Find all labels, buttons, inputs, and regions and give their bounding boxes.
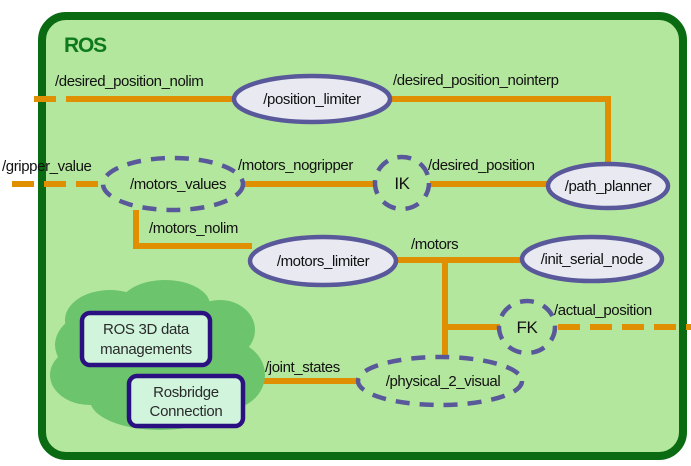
edges (12, 96, 691, 384)
ros-title: ROS (64, 34, 107, 57)
node-ik[interactable]: IK (372, 154, 432, 212)
topic-actual-position: /actual_position (554, 302, 652, 319)
node-motors-limiter-label: /motors_limiter (277, 253, 370, 270)
node-position-limiter[interactable]: /position_limiter (231, 73, 393, 125)
rosbridge-label-line1: Rosbridge (153, 384, 219, 401)
ros3d-label-line1: ROS 3D data (103, 321, 190, 338)
topic-joint-states: /joint_states (265, 359, 340, 376)
rosbridge-label-line2: Connection (150, 403, 223, 420)
node-path-planner-label: /path_planner (565, 178, 652, 195)
topic-desired-position-nolim: /desired_position_nolim (55, 73, 203, 90)
node-physical-2-visual[interactable]: /physical_2_visual (355, 354, 525, 408)
node-physical-2-visual-label: /physical_2_visual (386, 373, 501, 390)
node-path-planner[interactable]: /path_planner (545, 161, 671, 211)
topic-labels: /desired_position_nolim /desired_positio… (2, 72, 652, 376)
topic-motors-nogripper: /motors_nogripper (238, 157, 353, 174)
ros3d-box-border (79, 310, 213, 368)
edge-motors-nolim (133, 210, 252, 249)
node-motors-values[interactable]: /motors_values (100, 155, 246, 213)
rosbridge-box: Rosbridge Connection (126, 373, 246, 429)
node-init-serial-node[interactable]: /init_serial_node (519, 234, 665, 284)
node-position-limiter-label: /position_limiter (263, 91, 361, 108)
topic-motors-nolim: /motors_nolim (149, 220, 238, 237)
topic-motors: /motors (411, 236, 458, 253)
node-fk[interactable]: FK (496, 298, 558, 356)
node-motors-limiter[interactable]: /motors_limiter (247, 234, 399, 288)
topic-gripper-value: /gripper_value (2, 158, 92, 175)
node-fk-label: FK (517, 318, 539, 337)
node-motors-values-label: /motors_values (130, 176, 226, 193)
rosbridge-box-border (126, 373, 246, 429)
topic-desired-position: /desired_position (428, 157, 535, 174)
edge-desired-position-nointerp (390, 96, 611, 165)
ros3d-box: ROS 3D data managements (79, 310, 213, 368)
ros3d-label-line2: managements (100, 341, 192, 358)
node-init-serial-node-label: /init_serial_node (541, 251, 643, 268)
node-ik-label: IK (394, 174, 410, 193)
topic-desired-position-nointerp: /desired_position_nointerp (393, 72, 559, 89)
